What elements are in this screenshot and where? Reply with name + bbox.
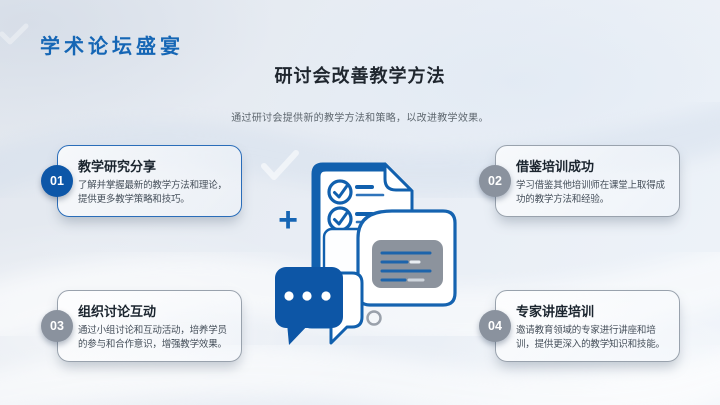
check-circle-icon bbox=[327, 179, 353, 205]
seminar-illustration bbox=[261, 150, 457, 345]
number-badge: 01 bbox=[41, 165, 73, 197]
plus-icon: + bbox=[278, 201, 298, 239]
card-description: 通过小组讨论和互动活动，培养学员的参与和合作意识，增强教学效果。 bbox=[78, 325, 227, 350]
card-description: 学习借鉴其他培训师在课堂上取得成功的教学方法和经验。 bbox=[516, 180, 665, 205]
chat-bubble-filled bbox=[275, 267, 343, 345]
logo-title: 学术论坛盛宴 bbox=[40, 36, 184, 58]
feature-card-01: 01 教学研究分享 了解并掌握最新的教学方法和理论，提供更多教学策略和技巧。 bbox=[41, 145, 242, 217]
wave-shape bbox=[0, 345, 720, 405]
feature-card-03: 03 组织讨论互动 通过小组讨论和互动活动，培养学员的参与和合作意识，增强教学效… bbox=[41, 290, 242, 362]
slide-subtitle: 通过研讨会提供新的教学方法和策略，以改进教学效果。 bbox=[231, 113, 489, 124]
number-badge: 02 bbox=[479, 165, 511, 197]
slide-heading: 研讨会改善教学方法 bbox=[274, 66, 446, 86]
check-circle-icon bbox=[327, 206, 353, 232]
number-badge: 04 bbox=[479, 310, 511, 342]
number-badge: 03 bbox=[41, 310, 73, 342]
folder-document-icon bbox=[356, 209, 457, 307]
feature-card-02: 02 借鉴培训成功 学习借鉴其他培训师在课堂上取得成功的教学方法和经验。 bbox=[479, 145, 680, 217]
checkmark-sparkle-icon bbox=[261, 150, 299, 180]
card-title: 专家讲座培训 bbox=[516, 304, 595, 319]
card-title: 组织讨论互动 bbox=[78, 304, 157, 319]
card-title: 教学研究分享 bbox=[78, 159, 157, 174]
checkmark-sparkle-icon bbox=[0, 23, 29, 45]
feature-card-04: 04 专家讲座培训 邀请教育领域的专家进行讲座和培训，提供更深入的教学知识和技能… bbox=[479, 290, 680, 362]
dot-circle bbox=[366, 310, 382, 326]
card-description: 了解并掌握最新的教学方法和理论，提供更多教学策略和技巧。 bbox=[78, 180, 227, 205]
card-title: 借鉴培训成功 bbox=[516, 159, 595, 174]
card-description: 邀请教育领域的专家进行讲座和培训，提供更深入的教学知识和技能。 bbox=[516, 325, 665, 350]
folded-corner bbox=[383, 162, 413, 192]
chat-bubbles-icon bbox=[275, 267, 364, 345]
